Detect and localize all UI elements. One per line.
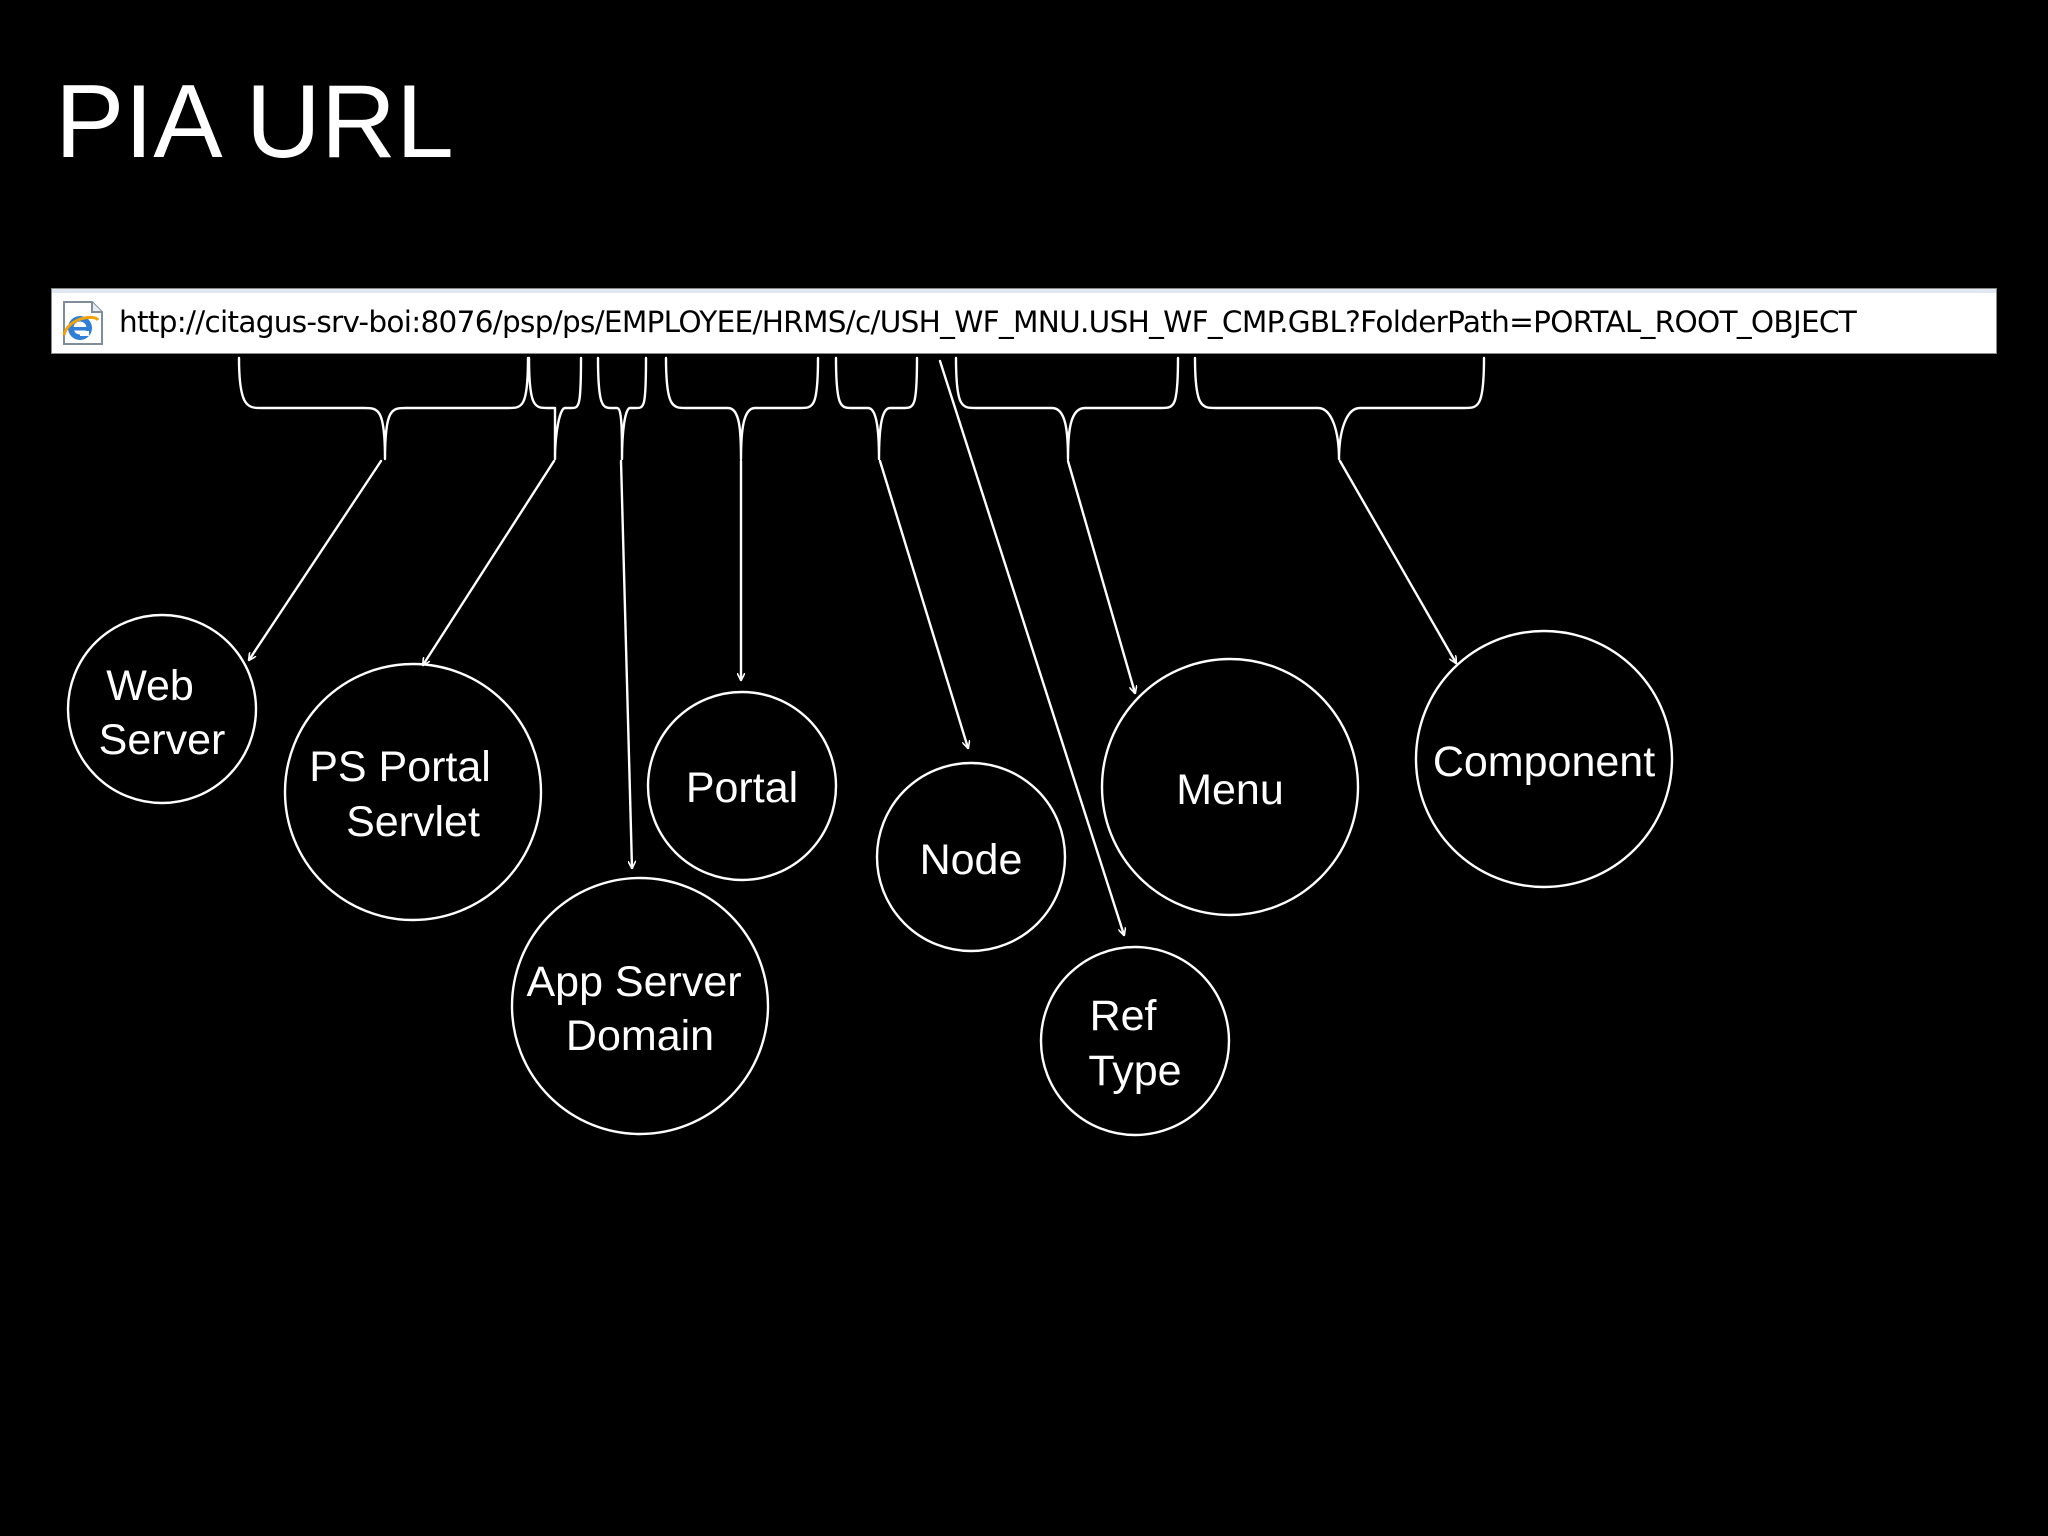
brace-portal [664,356,820,461]
arrow-ref-type [938,359,1124,935]
address-bar[interactable]: http://citagus-srv-boi:8076/psp/ps/EMPLO… [51,288,1997,354]
label-portal-line-1: Portal [686,764,798,812]
label-ps-portal-servlet-line-2: Servlet [346,798,480,846]
circle-ref-type [1039,945,1231,1137]
label-component-line-1: Component [1433,738,1655,786]
label-portal: Portal [686,764,798,812]
internet-explorer-page-icon [62,301,103,345]
circle-menu [1100,657,1360,917]
label-ref-type-line-2: Type [1088,1047,1181,1095]
label-ps-portal-servlet: PS Portal Servlet [309,743,503,846]
label-menu: Menu [1176,766,1284,814]
arrow-node [878,459,968,748]
arrow-web-server [249,459,383,660]
label-app-server-domain: App Server Domain [526,958,753,1060]
slide-title: PIA URL [55,64,454,180]
arrow-component [1338,459,1456,663]
arrow-ps-portal-servlet [423,459,556,665]
label-web-server-line-1: Web [106,662,194,710]
label-node: Node [920,836,1023,884]
label-ps-portal-servlet-line-1: PS Portal [309,743,491,791]
circle-portal [646,690,838,882]
brace-component [1193,356,1486,461]
label-ref-type: Ref Type [1088,992,1181,1095]
brace-node [834,356,919,461]
address-bar-top-edge [52,289,1996,293]
url-text: http://citagus-srv-boi:8076/psp/ps/EMPLO… [119,305,1857,339]
circle-node [875,761,1067,953]
circle-app-server-domain [510,876,770,1136]
label-web-server: Web Server [99,662,226,764]
arrow-app-server-domain [619,459,632,870]
brace-menu [954,356,1180,461]
arrow-menu [1066,459,1135,693]
label-menu-line-1: Menu [1176,766,1284,814]
label-app-server-domain-line-1: App Server [526,958,741,1006]
brace-web-server [237,356,530,461]
label-component: Component [1433,738,1655,786]
label-node-line-1: Node [920,836,1023,884]
circle-component [1414,629,1674,889]
brace-app-server-domain [596,356,648,461]
circle-web-server [66,613,258,805]
brace-ps-portal-servlet [527,356,583,461]
circle-ps-portal-servlet [283,662,543,922]
label-app-server-domain-line-2: Domain [566,1012,714,1060]
label-ref-type-line-1: Ref [1090,992,1158,1040]
label-web-server-line-2: Server [99,716,226,764]
